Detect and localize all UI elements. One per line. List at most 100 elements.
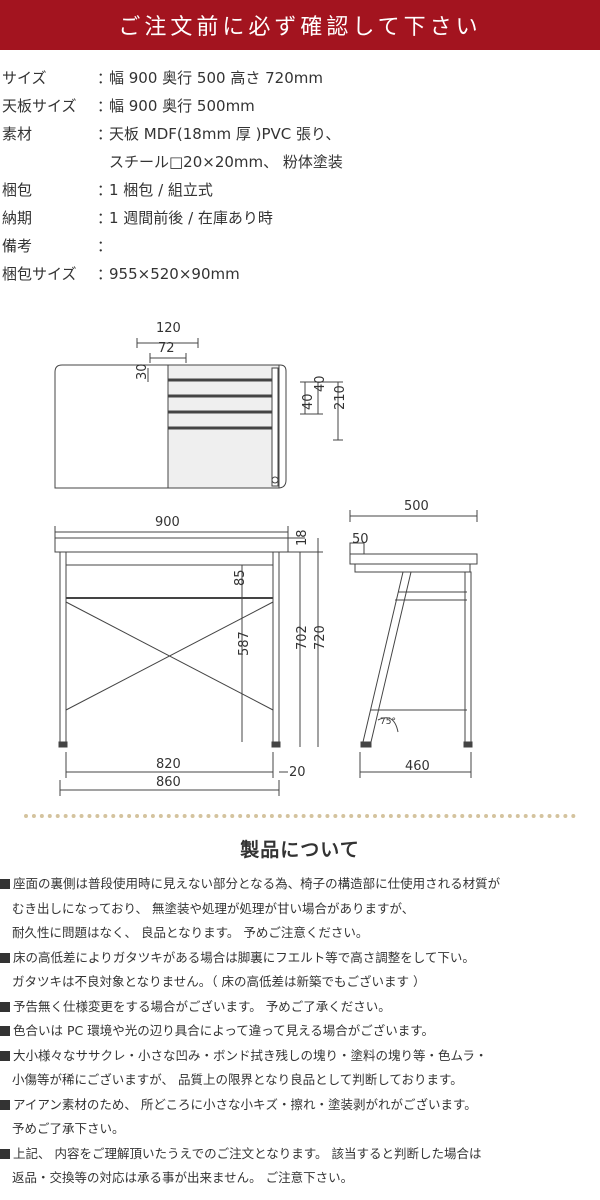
spec-label: サイズ — [2, 69, 47, 87]
spec-value: 955×520×90mm — [109, 265, 240, 283]
spec-row-material-continued: スチール□20×20mm、 粉体塗装 — [0, 148, 600, 176]
dim-label-587: 587 — [237, 631, 252, 656]
note-line: ガタツキは不良対象となりません。（ 床の高低差は新築でもございます ） — [0, 970, 600, 995]
dim-label-72: 72 — [158, 341, 175, 356]
front-view-tabletop — [54, 537, 289, 553]
square-bullet-icon — [0, 1026, 10, 1036]
dim-label-angle: 75° — [380, 717, 396, 727]
dim-label-30: 30 — [135, 363, 150, 380]
spec-value: 幅 900 奥行 500mm — [109, 97, 255, 115]
spec-separator: ： — [97, 237, 113, 255]
note-line: 返品・交換等の対応は承る事が出来ません。 ご注意下さい。 — [0, 1166, 600, 1191]
spec-separator: ： — [97, 181, 113, 199]
side-view-top-rail — [354, 563, 471, 573]
dim-label-702: 702 — [295, 625, 310, 650]
note-text: 返品・交換等の対応は承る事が出来ません。 ご注意下さい。 — [12, 1170, 354, 1185]
spec-row-delivery: 納期 ： 1 週間前後 / 在庫あり時 — [0, 204, 600, 232]
spec-value: 幅 900 奥行 500 高さ 720mm — [109, 69, 323, 87]
spec-row-package-size: 梱包サイズ ： 955×520×90mm — [0, 260, 600, 288]
note-text: 大小様々なササクレ・小さな凹み・ボンド拭き残しの塊り・塗料の塊り等・色ムラ・ — [13, 1047, 488, 1063]
note-text: 予めご了承下さい。 — [12, 1121, 125, 1136]
about-title: 製品について — [240, 839, 360, 861]
dim-label-900: 900 — [155, 515, 180, 530]
spec-row-remarks: 備考 ： — [0, 232, 600, 260]
note-text: 色合いは PC 環境や光の辺り具合によって違って見える場合がございます。 — [13, 1023, 434, 1038]
square-bullet-icon — [0, 879, 10, 889]
spec-separator: ： — [97, 265, 113, 283]
square-bullet-icon — [0, 952, 10, 963]
spec-value: スチール□20×20mm、 粉体塗装 — [109, 153, 343, 171]
note-text: ガタツキは不良対象となりません。（ 床の高低差は新築でもございます ） — [12, 974, 426, 989]
top-view-leg-foot — [271, 476, 279, 484]
spec-value: 1 梱包 / 組立式 — [109, 181, 213, 199]
note-text: アイアン素材のため、 所どころに小さな小キズ・擦れ・塗装剥がれがございます。 — [13, 1096, 477, 1112]
note-line: 小傷等が稀にございますが、 品質上の限界となり良品として判断しております。 — [0, 1068, 600, 1093]
product-notes: 座面の裏側は普段使用時に見えない部分となる為、椅子の構造部に仕使用される材質が … — [0, 872, 600, 1191]
note-text: 耐久性に問題はなく、 良品となります。 予めご注意ください。 — [12, 925, 369, 940]
dim-label-820: 820 — [156, 757, 181, 772]
square-bullet-icon — [0, 1050, 10, 1061]
spec-label: 梱包 — [2, 181, 33, 199]
square-bullet-icon — [0, 1148, 10, 1159]
side-view-angle-arc — [377, 717, 399, 733]
note-line: 大小様々なササクレ・小さな凹み・ボンド拭き残しの塊り・塗料の塊り等・色ムラ・ — [0, 1044, 600, 1069]
note-line: 予告無く仕様変更をする場合がございます。 予めご了承ください。 — [0, 995, 600, 1020]
spec-row-top-size: 天板サイズ ： 幅 900 奥行 500mm — [0, 92, 600, 120]
spec-label: 備考 — [2, 237, 33, 255]
spec-label: 天板サイズ — [2, 97, 77, 115]
spec-value: 天板 MDF(18mm 厚 )PVC 張り、 — [109, 125, 341, 143]
square-bullet-icon — [0, 1099, 10, 1110]
section-divider — [24, 814, 576, 818]
dim-label-40b: 40 — [313, 375, 328, 392]
spec-separator: ： — [97, 125, 113, 143]
note-line: 色合いは PC 環境や光の辺り具合によって違って見える場合がございます。 — [0, 1019, 600, 1044]
front-view-foot-left — [58, 741, 68, 748]
note-line: 上記、 内容をご理解頂いたうえでのご注文となります。 該当すると判断した場合は — [0, 1142, 600, 1167]
dim-label-860: 860 — [156, 775, 181, 790]
note-text: 床の高低差によりガタツキがある場合は脚裏にフエルト等で高さ調整をして下い。 — [13, 949, 475, 965]
note-text: 座面の裏側は普段使用時に見えない部分となる為、椅子の構造部に仕使用される材質が — [13, 876, 501, 891]
note-line: 座面の裏側は普段使用時に見えない部分となる為、椅子の構造部に仕使用される材質が — [0, 872, 600, 897]
spec-value — [109, 232, 600, 260]
spec-separator: ： — [97, 209, 113, 227]
spec-row-size: サイズ ： 幅 900 奥行 500 高さ 720mm — [0, 64, 600, 92]
dim-label-210: 210 — [333, 385, 348, 410]
spec-value: 1 週間前後 / 在庫あり時 — [109, 209, 273, 227]
spec-label: 素材 — [2, 125, 33, 143]
dim-label-120: 120 — [156, 321, 181, 336]
notice-banner: ご注文前に必ず確認して下さい — [0, 0, 600, 50]
spec-separator: ： — [97, 97, 113, 115]
spec-label: 梱包サイズ — [2, 265, 77, 283]
front-view-leg-right — [272, 551, 280, 743]
spec-separator: ： — [97, 69, 113, 87]
note-line: 床の高低差によりガタツキがある場合は脚裏にフエルト等で高さ調整をして下い。 — [0, 946, 600, 971]
spec-label: 納期 — [2, 209, 33, 227]
notice-title: ご注文前に必ず確認して下さい — [118, 15, 482, 40]
dimension-drawing-svg: 120 72 30 40 40 210 900 18 85 587 702 72… — [54, 321, 478, 796]
top-view-leg-bar — [271, 367, 279, 487]
dim-label-500: 500 — [404, 499, 429, 514]
front-view-leg-left — [59, 551, 67, 743]
spec-table: サイズ ： 幅 900 奥行 500 高さ 720mm 天板サイズ ： 幅 90… — [0, 64, 600, 288]
note-text: 小傷等が稀にございますが、 品質上の限界となり良品として判断しております。 — [12, 1072, 463, 1087]
note-text: 上記、 内容をご理解頂いたうえでのご注文となります。 該当すると判断した場合は — [13, 1145, 482, 1161]
front-view-foot-right — [271, 741, 281, 748]
square-bullet-icon — [0, 1001, 10, 1012]
note-line: 予めご了承下さい。 — [0, 1117, 600, 1142]
top-view-desk-outline — [54, 364, 287, 489]
side-view-foot-right — [463, 741, 473, 748]
spec-row-packing: 梱包 ： 1 梱包 / 組立式 — [0, 176, 600, 204]
note-text: むき出しになっており、 無塗装や処理が処理が甘い場合がありますが、 — [12, 900, 415, 916]
front-view-cross-brace — [65, 601, 274, 711]
side-view-foot-left — [360, 741, 372, 748]
dim-label-720: 720 — [313, 625, 328, 650]
side-view-back-panel — [349, 542, 365, 555]
dim-label-50: 50 — [352, 532, 369, 547]
dim-label-18: 18 — [295, 529, 310, 546]
spec-row-material: 素材 ： 天板 MDF(18mm 厚 )PVC 張り、 — [0, 120, 600, 148]
dim-label-460: 460 — [405, 759, 430, 774]
dim-label-40a: 40 — [301, 393, 316, 410]
note-text: 予告無く仕様変更をする場合がございます。 予めご了承ください。 — [13, 998, 391, 1014]
note-line: アイアン素材のため、 所どころに小さな小キズ・擦れ・塗装剥がれがございます。 — [0, 1093, 600, 1118]
dim-label-20: 20 — [289, 765, 306, 780]
